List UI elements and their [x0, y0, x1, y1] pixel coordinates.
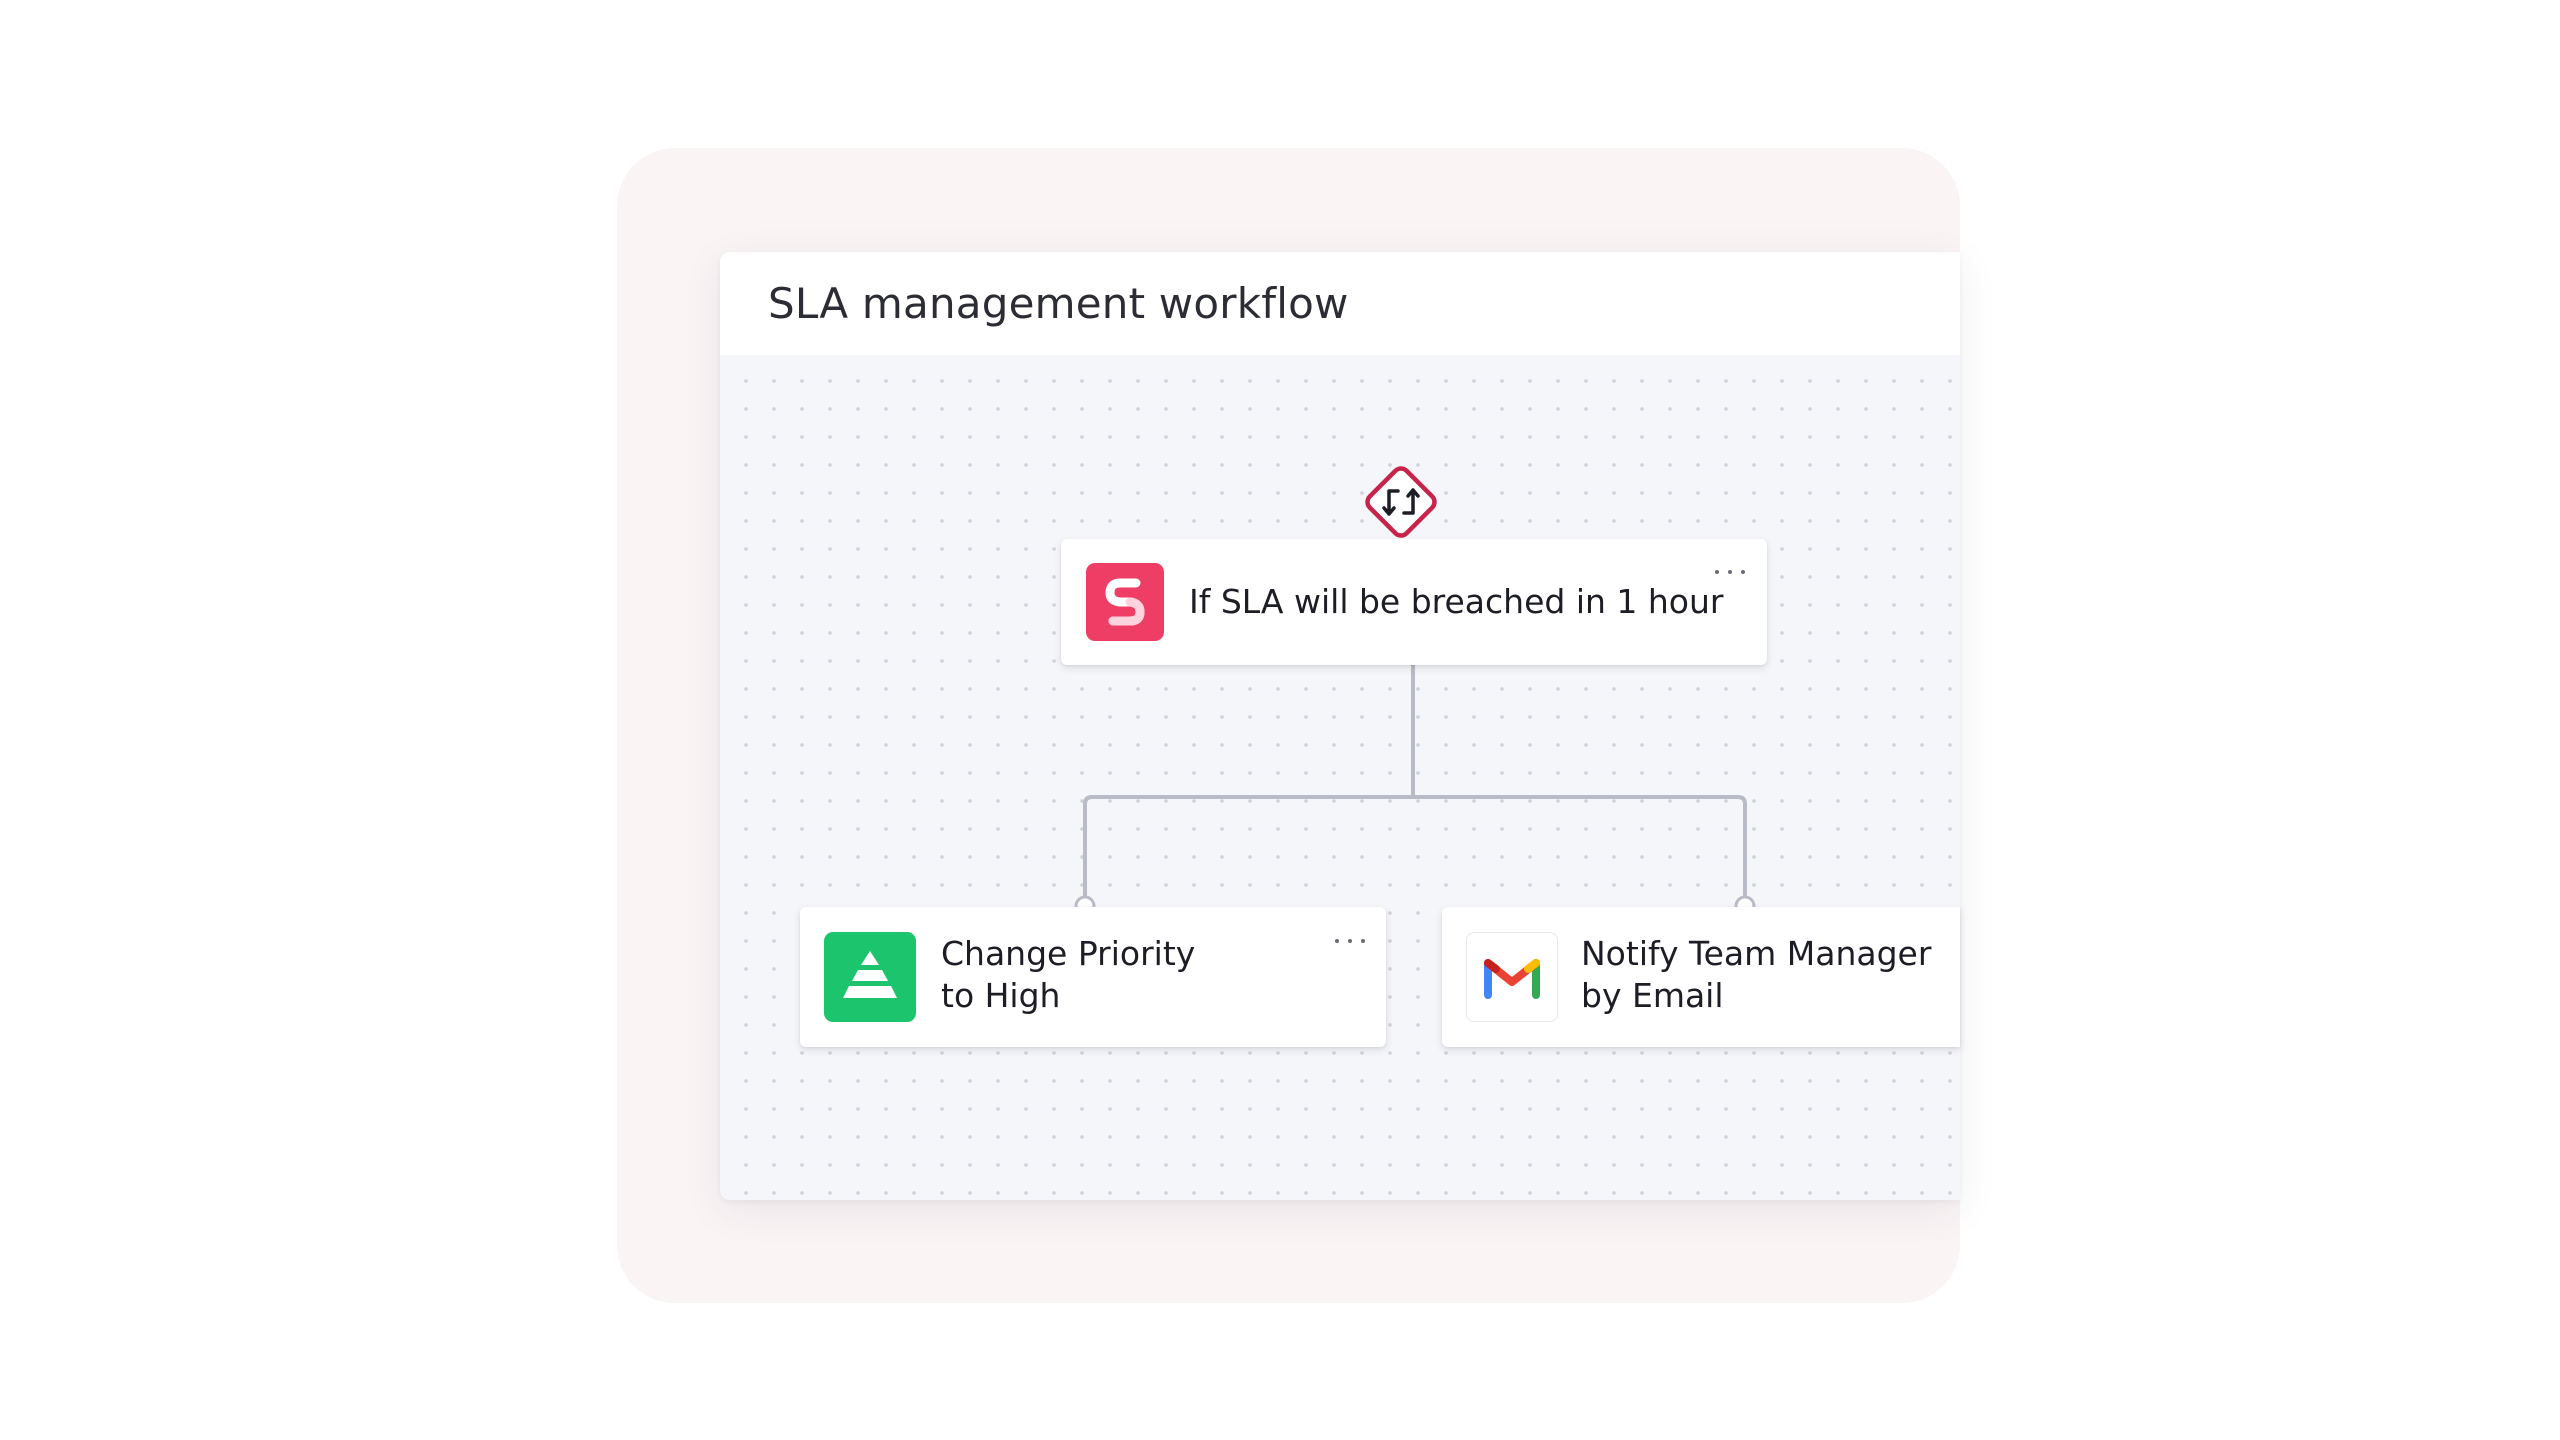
gmail-icon [1466, 932, 1558, 1022]
trigger-diamond[interactable] [1353, 454, 1449, 550]
workflow-window: SLA management workflow [720, 252, 1960, 1200]
change-priority-label-line1: Change Priority [941, 934, 1196, 973]
priority-pyramid-icon [824, 932, 916, 1022]
notify-manager-node[interactable]: Notify Team Manager by Email [1442, 907, 1960, 1047]
notify-manager-label-line2: by Email [1581, 976, 1724, 1015]
notify-manager-label-line1: Notify Team Manager [1581, 934, 1932, 973]
branch-arrows-icon [1365, 466, 1437, 538]
change-priority-node[interactable]: Change Priority to High [800, 907, 1386, 1047]
condition-node[interactable]: If SLA will be breached in 1 hour [1061, 539, 1767, 665]
change-priority-label-line2: to High [941, 976, 1061, 1015]
workflow-canvas[interactable] [720, 355, 1960, 1200]
condition-label: If SLA will be breached in 1 hour [1189, 582, 1724, 621]
change-priority-more-button[interactable] [1335, 934, 1365, 948]
page-title: SLA management workflow [768, 279, 1349, 328]
window-header: SLA management workflow [720, 252, 1960, 355]
sla-app-icon [1086, 563, 1164, 641]
condition-more-button[interactable] [1715, 565, 1745, 579]
